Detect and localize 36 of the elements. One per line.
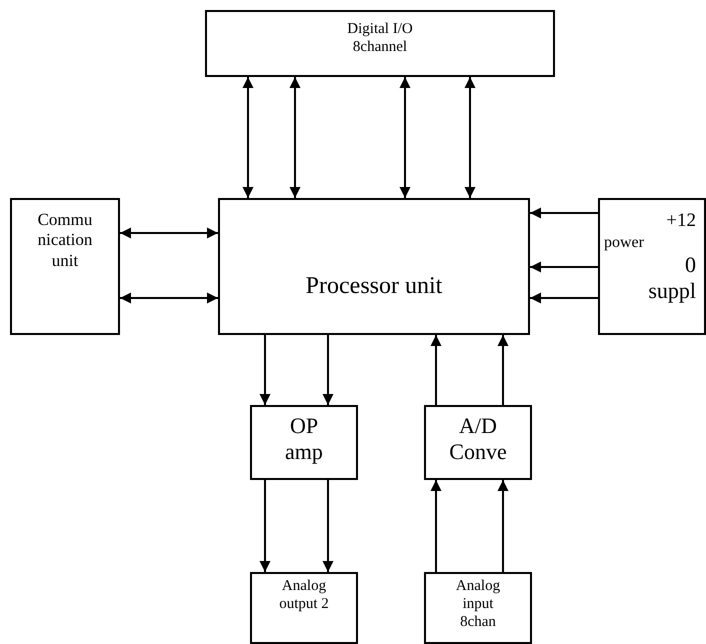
block-label: Commu nication unit bbox=[36, 210, 94, 272]
block-label: Processor unit bbox=[304, 272, 444, 301]
arrow bbox=[498, 335, 508, 405]
arrow bbox=[290, 77, 300, 198]
block-box bbox=[218, 198, 530, 335]
arrow bbox=[260, 335, 270, 405]
arrow bbox=[530, 292, 598, 304]
arrow bbox=[464, 77, 476, 198]
arrow bbox=[400, 77, 410, 198]
block-box bbox=[424, 405, 532, 480]
block-box bbox=[598, 198, 706, 335]
block-box bbox=[250, 572, 358, 644]
arrow bbox=[322, 335, 334, 405]
block-label: OP amp bbox=[284, 413, 324, 466]
arrow bbox=[530, 208, 598, 218]
arrow bbox=[260, 480, 270, 572]
arrow bbox=[322, 480, 334, 572]
block-label: 0 bbox=[685, 252, 696, 278]
arrow bbox=[430, 335, 442, 405]
block-label: Digital I/O 8channel bbox=[346, 20, 414, 56]
block-box bbox=[424, 572, 532, 644]
arrow bbox=[120, 228, 218, 238]
block-label: power bbox=[604, 232, 644, 252]
block-box bbox=[205, 10, 555, 77]
arrow bbox=[242, 77, 254, 198]
arrow bbox=[530, 262, 598, 272]
block-label: A/D Conve bbox=[448, 413, 508, 466]
block-box bbox=[250, 405, 358, 480]
block-label: suppl bbox=[648, 278, 696, 305]
arrow bbox=[120, 292, 218, 304]
block-label: Analog input 8chan bbox=[454, 577, 502, 631]
block-label: Analog output 2 bbox=[278, 577, 330, 613]
arrow bbox=[430, 480, 442, 572]
arrow bbox=[498, 480, 508, 572]
block-box bbox=[10, 198, 120, 335]
block-label: +12 bbox=[666, 210, 696, 233]
